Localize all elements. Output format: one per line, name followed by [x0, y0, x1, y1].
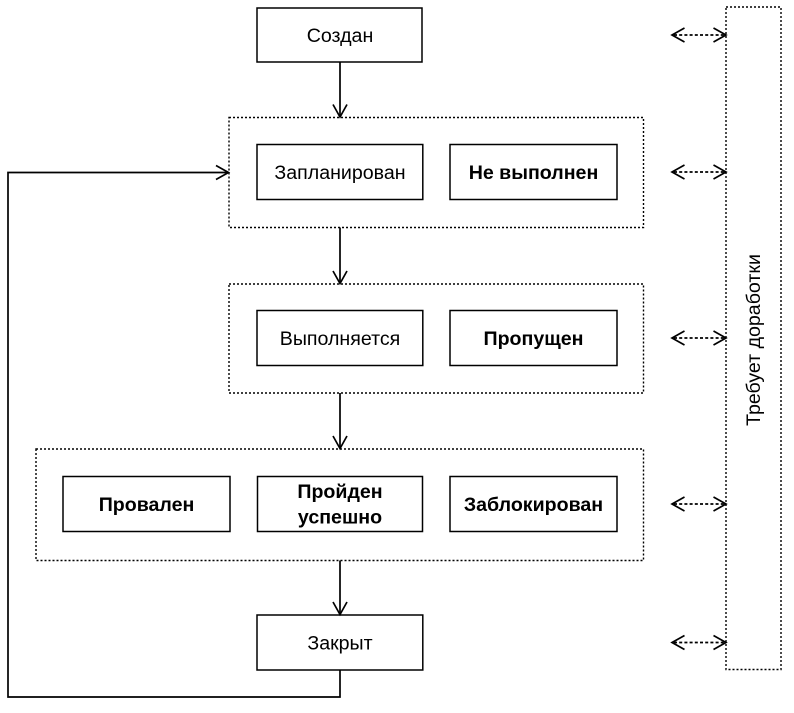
svg-text:Пройден: Пройден	[297, 481, 382, 503]
svg-text:Провален: Провален	[99, 494, 195, 516]
svg-text:Заблокирован: Заблокирован	[464, 494, 603, 516]
svg-text:Требует доработки: Требует доработки	[743, 254, 765, 426]
svg-text:Запланирован: Запланирован	[274, 162, 405, 184]
svg-text:Не выполнен: Не выполнен	[469, 162, 599, 184]
svg-text:Пропущен: Пропущен	[483, 328, 583, 350]
svg-text:Выполняется: Выполняется	[280, 328, 401, 350]
svg-text:Создан: Создан	[307, 25, 374, 47]
svg-text:Закрыт: Закрыт	[307, 632, 372, 654]
svg-text:успешно: успешно	[298, 507, 382, 529]
